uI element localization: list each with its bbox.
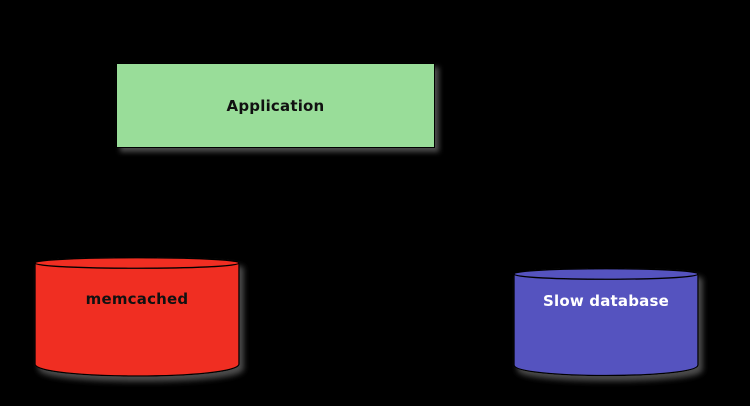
application-rect-shape	[116, 63, 435, 148]
memcached-cylinder-shape	[34, 257, 240, 377]
edge-application-to-memcached	[154, 147, 357, 263]
edge-application-to-slow-database	[355, 147, 607, 275]
node-application[interactable]: Application	[116, 63, 435, 148]
slow-database-cylinder-shape	[513, 268, 699, 377]
node-slow-database[interactable]: Slow database	[510, 264, 702, 384]
application-label: Application	[226, 96, 325, 115]
node-memcached[interactable]: memcached	[30, 252, 244, 384]
